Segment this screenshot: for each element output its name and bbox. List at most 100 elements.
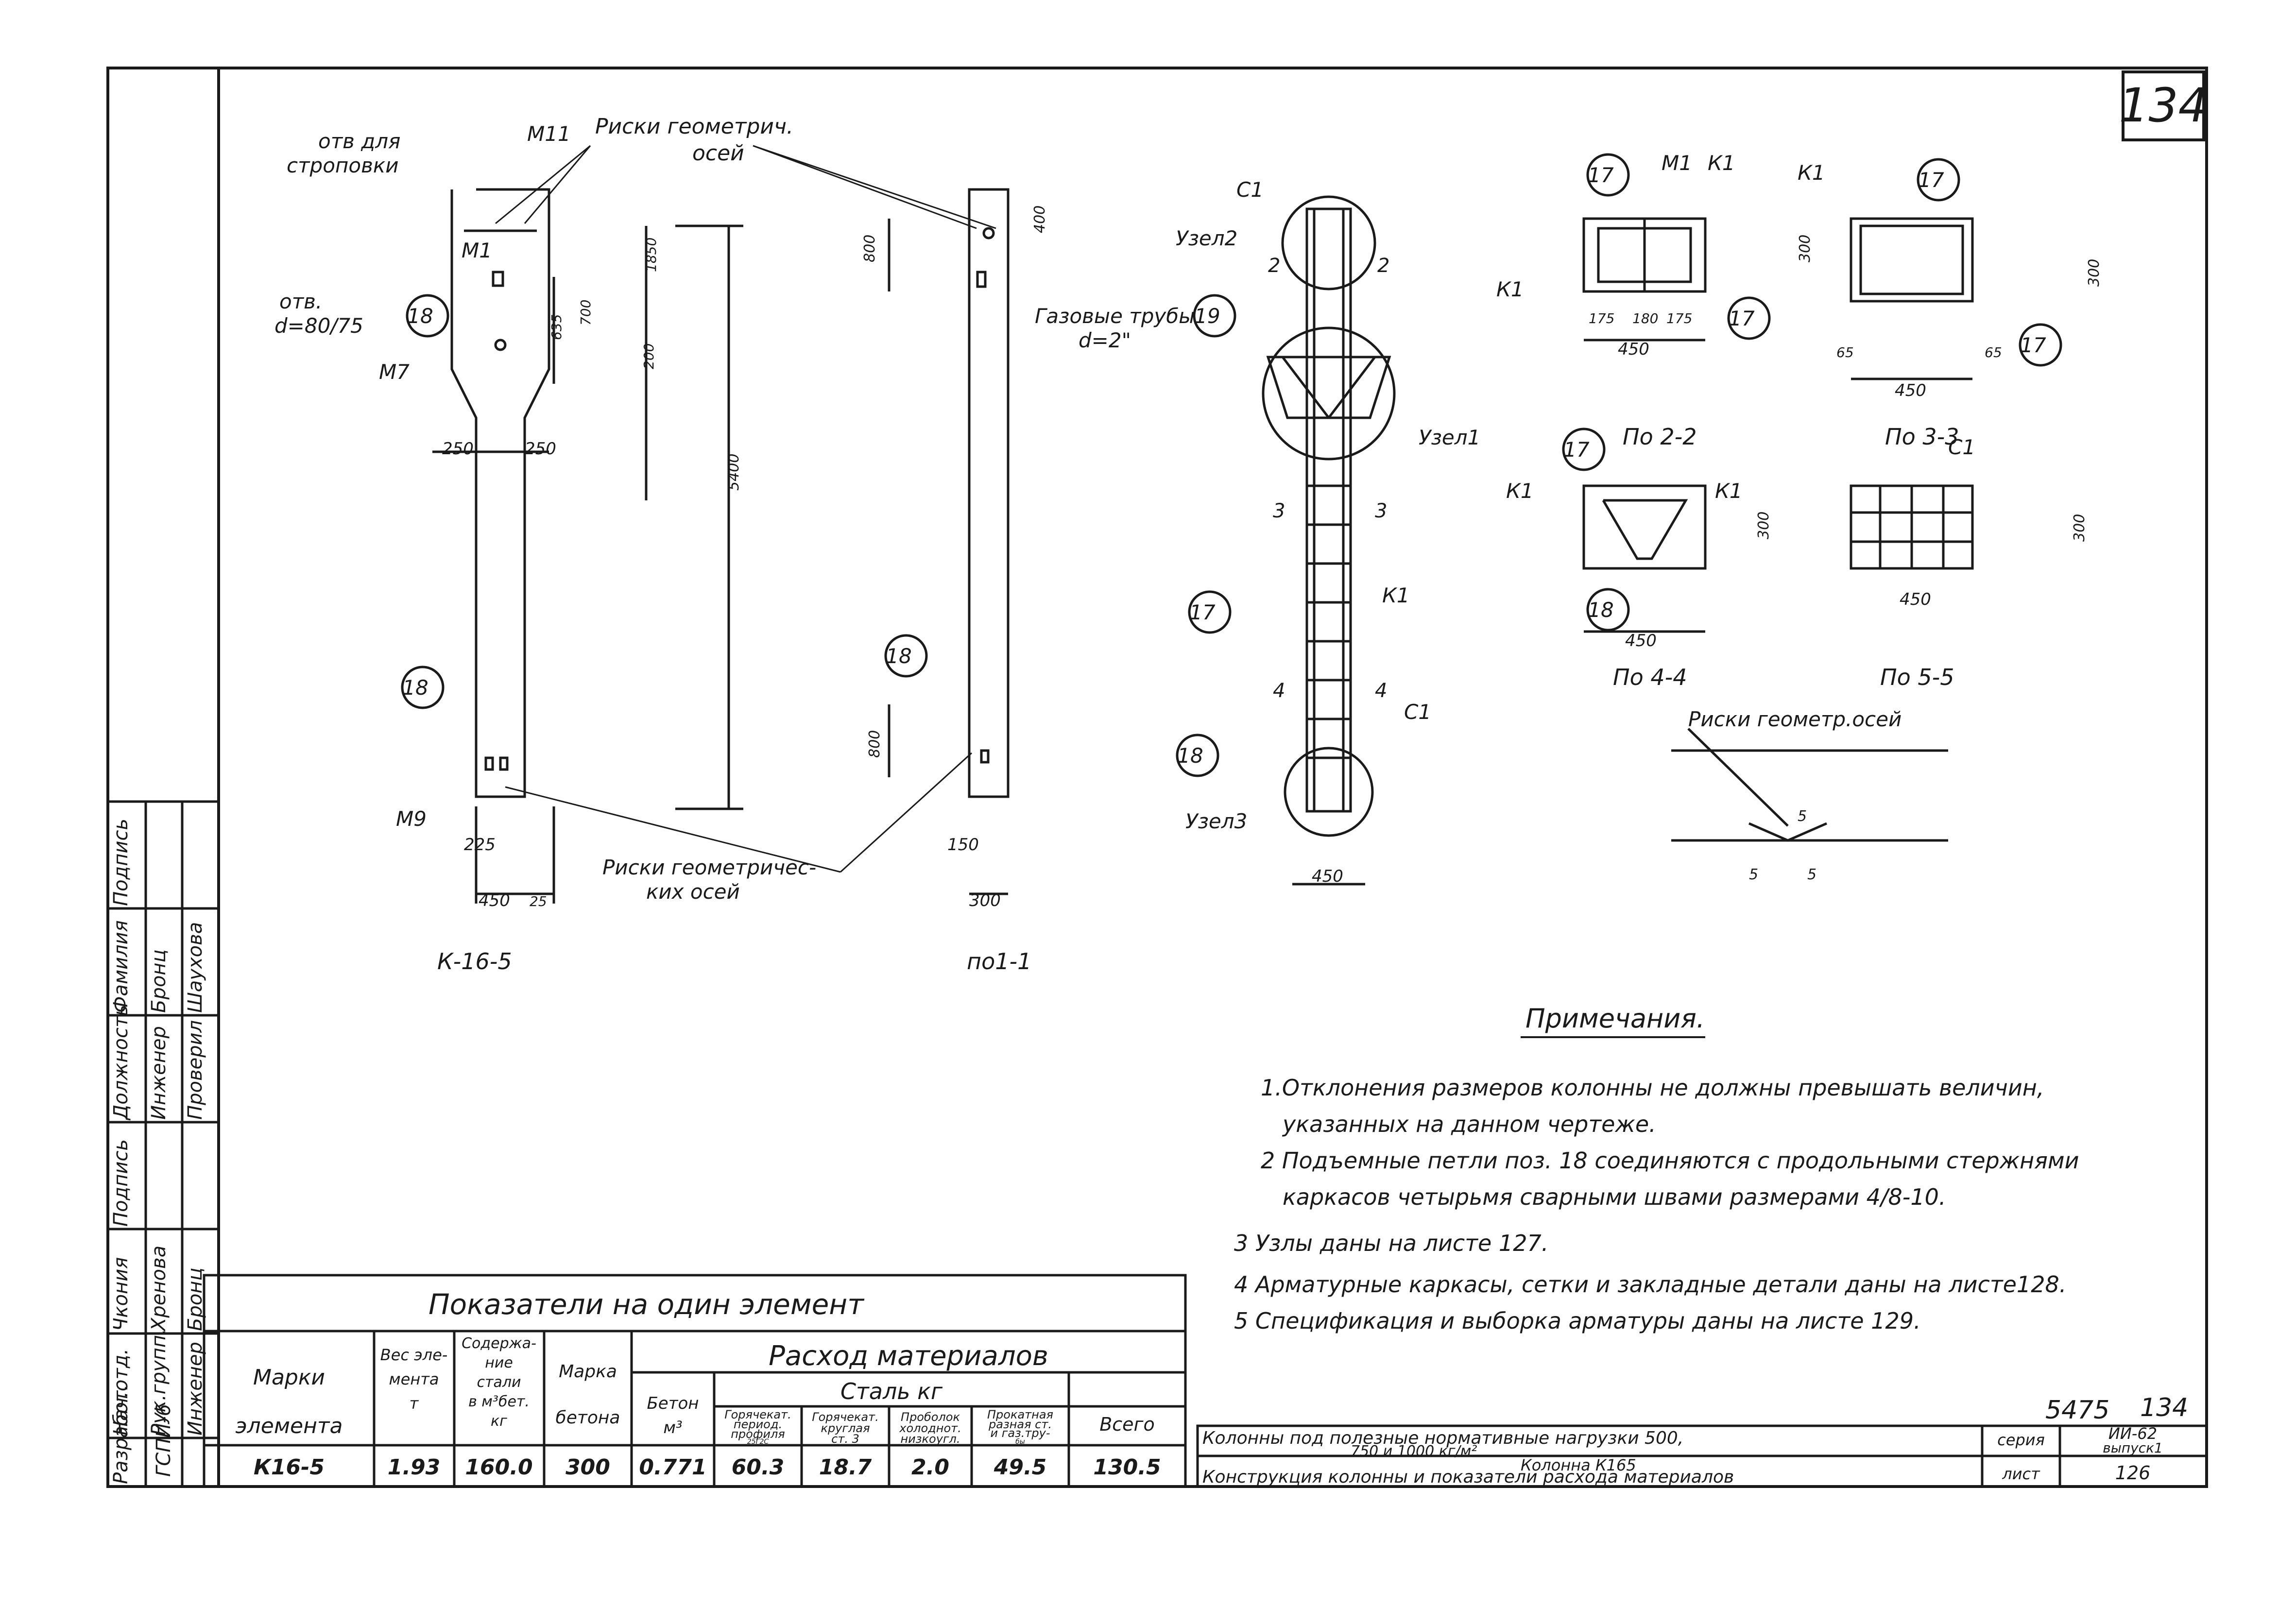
pos-17-a: 17: [1189, 600, 1216, 624]
dim-5400: 5400: [725, 454, 742, 491]
note-1a: 1.Отклонения размеров колонны не должны …: [1261, 1075, 2044, 1101]
table-title: Показатели на один элемент: [428, 1288, 865, 1321]
label-k1-a: К1: [1382, 583, 1410, 607]
pos-18-d: 18: [1177, 744, 1203, 768]
dim-300-c: 300: [1797, 235, 1814, 262]
stamp-name-1: Чкония: [110, 1257, 132, 1331]
sec-mark-3-a: 3: [1273, 500, 1285, 522]
pos-18-a: 18: [407, 304, 433, 328]
cell-s3: 2.0: [911, 1455, 949, 1480]
dim-635: 635: [548, 314, 565, 340]
col-grade-2: бетона: [556, 1408, 620, 1428]
section-top: [1582, 217, 1974, 380]
dim-700: 700: [578, 300, 594, 325]
dim-200: 200: [641, 343, 657, 369]
col-s4-4: бы: [1015, 1438, 1025, 1446]
dim-450-e: 450: [1625, 631, 1657, 650]
col-grade: Марка: [559, 1362, 617, 1382]
col-s3-2: холоднот.: [899, 1421, 961, 1435]
dim-450-f: 450: [1900, 590, 1931, 609]
col-steel-5: кг: [491, 1413, 507, 1430]
notes-title: Примечания.: [1525, 1003, 1705, 1034]
label-k1-d: К1: [1798, 161, 1825, 185]
stamp-pos-4: Инженер: [148, 1026, 170, 1120]
dim-225: 225: [464, 835, 496, 855]
col-weight-2: мента: [389, 1370, 439, 1388]
dim-450-d: 450: [1895, 381, 1926, 400]
dim-800-a: 800: [861, 235, 878, 262]
title-line3: Конструкция колонны и показатели расхода…: [1202, 1467, 1734, 1487]
pos-17-e: 17: [2020, 333, 2046, 357]
section-title-55: По 5-5: [1880, 664, 1954, 690]
sec-mark-4-b: 4: [1375, 680, 1387, 702]
label-m9: М9: [396, 807, 427, 831]
cell-grade: 300: [565, 1455, 610, 1480]
leader-lines: [495, 145, 996, 873]
sheet-number: 134: [2119, 78, 2208, 133]
stamp-name-4: Бронц: [148, 949, 170, 1013]
pos-18-e: 18: [1588, 598, 1613, 622]
column-reinforcement-view: [1262, 195, 1396, 886]
note-2a: 2 Подъемные петли поз. 18 соединяются с …: [1261, 1147, 2079, 1174]
col-s4: Прокатная: [987, 1408, 1053, 1421]
cell-concrete: 0.771: [639, 1455, 706, 1480]
view-title-11: по1-1: [967, 948, 1031, 974]
stamp-pos-hdr: Должность: [110, 1005, 132, 1121]
sheet-value: 126: [2115, 1462, 2151, 1484]
sec-mark-3-b: 3: [1375, 500, 1387, 522]
label-risk-short: Риски геометр.осей: [1688, 707, 1902, 731]
stamp-name-hdr: Фамилия: [110, 920, 132, 1013]
notes-block: Примечания. 1.Отклонения размеров колонн…: [1234, 1003, 2079, 1334]
dim-175-a: 175: [1589, 310, 1614, 326]
pos-18-c: 18: [886, 644, 911, 668]
column-side-view: [888, 188, 1010, 895]
col-marks: Марки: [253, 1365, 325, 1390]
col-s2: Горячекат.: [812, 1410, 878, 1424]
doc-code: 5475: [2045, 1396, 2109, 1425]
label-node3: Узел3: [1185, 809, 1247, 833]
dim-250-a: 250: [442, 439, 474, 459]
title-block: 5475 134 Колонны под полезные нормативны…: [1196, 1393, 2208, 1488]
col-s3-3: низкоугл.: [900, 1432, 960, 1446]
stamp-dev: Разработ.: [110, 1385, 132, 1484]
label-risk-bottom-2: ких осей: [646, 880, 740, 904]
col-s3: Проболок: [901, 1410, 960, 1424]
cell-s2: 18.7: [819, 1455, 872, 1480]
dim-5-a: 5: [1798, 808, 1807, 825]
sec-mark-2-a: 2: [1268, 255, 1280, 277]
pos-19: 19: [1194, 304, 1220, 328]
col-marks-2: элемента: [236, 1414, 343, 1438]
title-line1: Колонны под полезные нормативные нагрузк…: [1202, 1428, 1683, 1448]
col-s2-3: ст. 3: [831, 1432, 859, 1446]
label-node1: Узел1: [1419, 426, 1480, 449]
dim-400: 400: [1031, 205, 1048, 233]
col-s1-3: профиля: [731, 1427, 785, 1441]
section-title-22: По 2-2: [1623, 424, 1697, 450]
label-k1-b: К1: [1496, 277, 1524, 301]
sheet-code: 134: [2140, 1393, 2188, 1422]
label-hole-dia: d=80/75: [274, 314, 363, 338]
col-s1: Горячекат.: [724, 1408, 791, 1421]
label-m1-b: М1: [1662, 151, 1692, 175]
steel-header: Сталь кг: [840, 1378, 943, 1404]
stamp-org: ГСПИ-6: [153, 1404, 175, 1477]
label-hole: отв.: [279, 290, 322, 313]
col-weight: Вес эле-: [380, 1346, 448, 1364]
label-risk-geom: Риски геометрич.: [595, 114, 793, 139]
stamp-sign-hdr: Подпись: [110, 1139, 132, 1227]
col-steel-3: стали: [477, 1374, 521, 1391]
label-risk-geom-2: осей: [692, 141, 744, 166]
label-gas-pipes-dia: d=2": [1079, 328, 1131, 352]
col-s1-4: 25Г2С: [747, 1438, 769, 1446]
dim-800-b: 800: [866, 730, 883, 758]
section-3-3: [1850, 484, 1974, 570]
dim-25: 25: [530, 893, 547, 909]
label-m11: М11: [527, 122, 571, 146]
label-k1-c: К1: [1708, 151, 1735, 175]
position-markers: [401, 153, 2062, 777]
col-steel: Содержа-: [462, 1335, 536, 1352]
dim-450-b: 450: [1312, 867, 1343, 886]
pos-17-b: 17: [1588, 163, 1614, 187]
pos-18-b: 18: [402, 676, 428, 700]
cell-mark: К16-5: [254, 1455, 325, 1480]
